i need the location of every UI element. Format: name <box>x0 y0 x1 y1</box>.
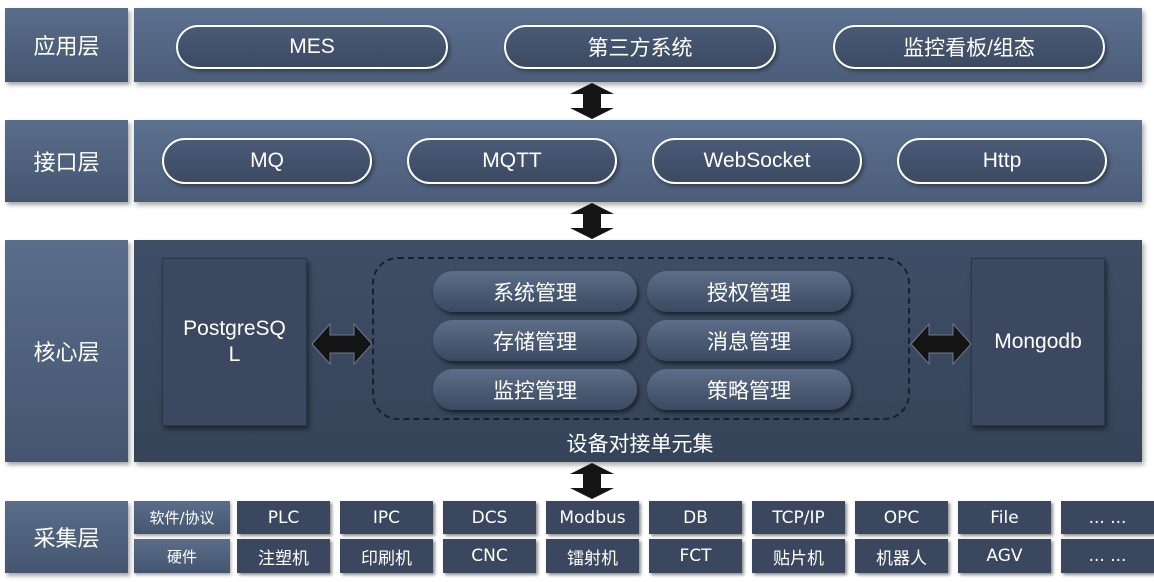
hardware-cell: 机器人 <box>855 539 948 573</box>
software-protocol-cell: Modbus <box>546 501 639 534</box>
arrow-interface-core-icon <box>570 203 614 239</box>
hardware-cell: CNC <box>443 539 536 573</box>
hardware-label: 硬件 <box>134 539 230 573</box>
arrow-core-mongodb-icon <box>910 322 972 366</box>
arrow-app-interface-icon <box>570 83 614 119</box>
software-protocol-cell: TCP/IP <box>752 501 845 534</box>
module-storage-management: 存储管理 <box>433 320 637 361</box>
hardware-cell: FCT <box>649 539 742 573</box>
module-authorization-management: 授权管理 <box>647 271 851 312</box>
core-caption: 设备对接单元集 <box>566 432 714 456</box>
hardware-cell: AGV <box>958 539 1051 573</box>
core-modules-group <box>372 257 910 420</box>
hardware-cell: 注塑机 <box>237 539 330 573</box>
hardware-cell: 贴片机 <box>752 539 845 573</box>
hardware-cell: ... ... <box>1061 539 1154 573</box>
module-policy-management: 策略管理 <box>647 369 851 410</box>
app-item-mes: MES <box>176 25 448 69</box>
app-item-third-party: 第三方系统 <box>504 25 776 69</box>
software-protocol-cell: DB <box>649 501 742 534</box>
collect-layer-label: 采集层 <box>5 501 128 573</box>
postgresql-box: PostgreSQ L <box>162 258 307 426</box>
core-layer-label: 核心层 <box>5 240 128 462</box>
arrow-core-collect-icon <box>570 463 614 499</box>
hardware-cell: 印刷机 <box>340 539 433 573</box>
software-protocol-label: 软件/协议 <box>134 501 230 534</box>
software-protocol-cell: PLC <box>237 501 330 534</box>
app-layer-label: 应用层 <box>5 8 128 82</box>
software-protocol-cell: File <box>958 501 1051 534</box>
software-protocol-cell: IPC <box>340 501 433 534</box>
app-item-dashboard: 监控看板/组态 <box>833 25 1105 69</box>
interface-item-mqtt: MQTT <box>407 138 617 184</box>
hardware-cell: 镭射机 <box>546 539 639 573</box>
interface-layer-label: 接口层 <box>5 120 128 202</box>
module-system-management: 系统管理 <box>433 271 637 312</box>
arrow-postgresql-core-icon <box>311 322 373 366</box>
software-protocol-cell: DCS <box>443 501 536 534</box>
mongodb-box: Mongodb <box>971 258 1105 426</box>
interface-item-http: Http <box>897 138 1107 184</box>
module-message-management: 消息管理 <box>647 320 851 361</box>
software-protocol-cell: ... ... <box>1061 501 1154 534</box>
interface-item-websocket: WebSocket <box>652 138 862 184</box>
interface-item-mq: MQ <box>162 138 372 184</box>
software-protocol-cell: OPC <box>855 501 948 534</box>
module-monitoring-management: 监控管理 <box>433 369 637 410</box>
